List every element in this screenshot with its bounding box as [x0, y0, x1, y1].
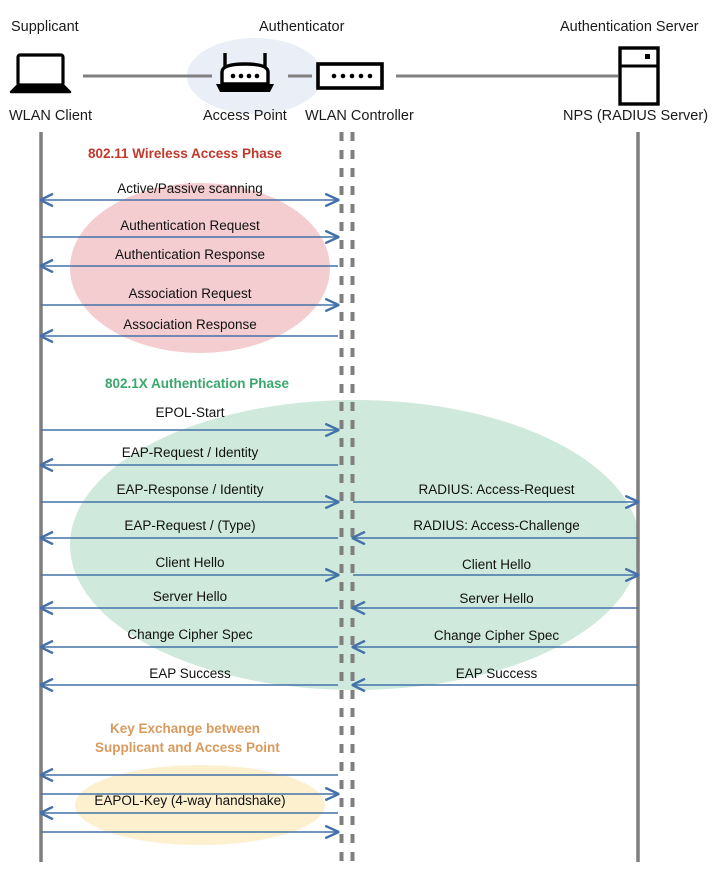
- phase-label-dot1x: 802.1X Authentication Phase: [105, 376, 290, 391]
- device-label-wlan-client: WLAN Client: [9, 108, 92, 124]
- role-label-auth-server: Authentication Server: [560, 19, 699, 35]
- device-label-access-point: Access Point: [203, 108, 287, 124]
- msg-radius-access-request: RADIUS: Access-Request: [418, 482, 575, 497]
- msg-active-passive-scanning: Active/Passive scanning: [117, 181, 263, 196]
- msg-change-cipher-spec-left: Change Cipher Spec: [127, 627, 253, 642]
- msg-client-hello-right: Client Hello: [461, 557, 532, 572]
- msg-eap-success-left: EAP Success: [149, 666, 231, 681]
- msg-association-response: Association Response: [123, 317, 257, 332]
- device-label-nps: NPS (RADIUS Server): [563, 108, 709, 124]
- left-message-arrows: [41, 200, 338, 832]
- phase-label-key-exchange-line1: Key Exchange between: [109, 721, 261, 736]
- msg-eap-request-type: EAP-Request / (Type): [124, 518, 256, 533]
- phase-label-key-exchange-line2: Supplicant and Access Point: [95, 740, 280, 755]
- msg-radius-access-challenge: RADIUS: Access-Challenge: [413, 518, 580, 533]
- msg-server-hello-left: Server Hello: [152, 589, 228, 604]
- role-label-authenticator: Authenticator: [259, 19, 345, 35]
- msg-eap-request-identity: EAP-Request / Identity: [121, 445, 259, 460]
- msg-authentication-response: Authentication Response: [114, 247, 266, 262]
- phase-label-wireless-access: 802.11 Wireless Access Phase: [88, 146, 282, 161]
- msg-authentication-request: Authentication Request: [120, 218, 260, 233]
- wlan-controller-icon: [316, 62, 384, 90]
- msg-eap-success-right: EAP Success: [455, 666, 538, 681]
- role-label-supplicant: Supplicant: [11, 19, 79, 35]
- wireless-phase-ellipse: [70, 183, 330, 353]
- right-message-arrows: [353, 502, 638, 685]
- msg-server-hello-right: Server Hello: [459, 591, 534, 606]
- msg-eap-response-identity: EAP-Response / Identity: [116, 482, 264, 497]
- access-point-icon: [216, 53, 274, 92]
- key-exchange-ellipse: [75, 765, 325, 845]
- msg-association-request: Association Request: [128, 286, 252, 301]
- laptop-icon: [9, 53, 72, 94]
- msg-eapol-key: EAPOL-Key (4-way handshake): [94, 793, 286, 808]
- msg-change-cipher-spec-right: Change Cipher Spec: [433, 628, 560, 643]
- device-label-wlan-controller: WLAN Controller: [305, 108, 414, 124]
- msg-client-hello-left: Client Hello: [155, 555, 225, 570]
- server-icon: [618, 46, 660, 106]
- msg-epol-start: EPOL-Start: [155, 405, 225, 420]
